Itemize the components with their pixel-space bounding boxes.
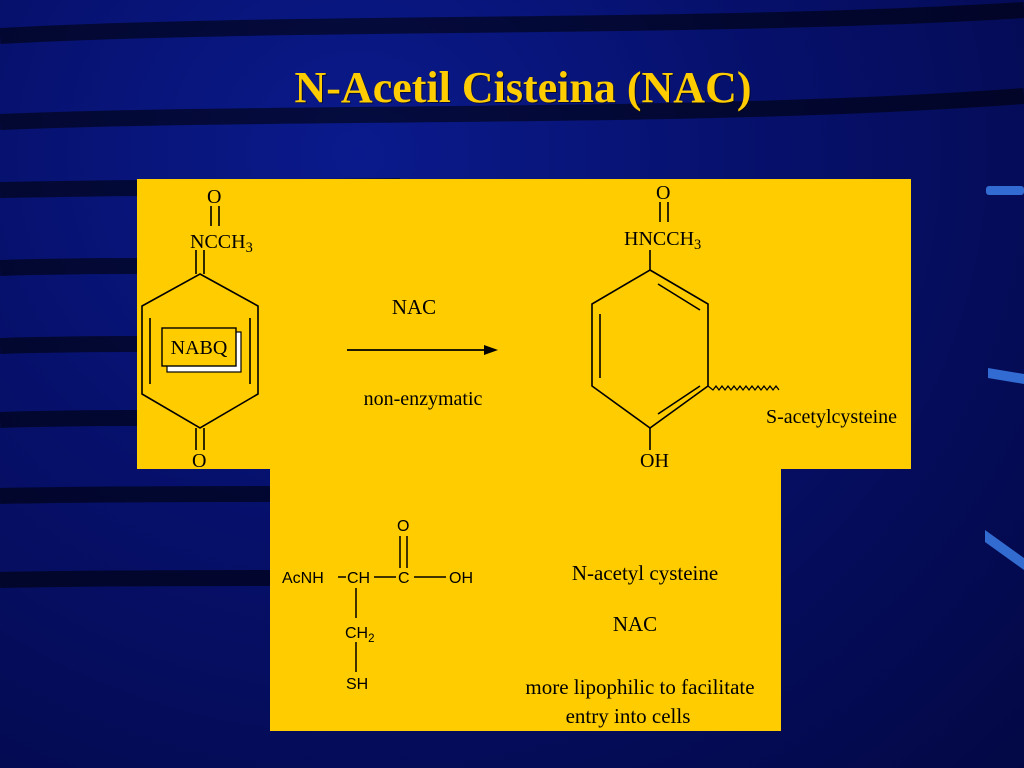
nabq-top-group: NCCH3 <box>190 231 253 256</box>
product-bottom-group: OH <box>640 450 669 472</box>
nac-sh: SH <box>346 676 368 693</box>
caption-note-line1: more lipophilic to facilitate <box>525 675 755 699</box>
reaction-arrowhead <box>484 345 498 355</box>
caption-name: N-acetyl cysteine <box>571 561 719 585</box>
caption-note-line2: entry into cells <box>565 704 691 728</box>
nabq-label: NABQ <box>171 337 228 359</box>
nac-carbonyl-oxygen: O <box>397 518 409 535</box>
product-top-oxygen: O <box>656 182 670 204</box>
yellow-panel <box>137 179 911 731</box>
nabq-structure <box>141 206 259 450</box>
nac-acnh: AcNH <box>282 570 324 587</box>
nac-ch: CH <box>347 570 370 587</box>
arrow-reagent: NAC <box>392 295 436 319</box>
nac-carbon: C <box>398 570 410 587</box>
product-structure <box>591 202 780 450</box>
nabq-label-box <box>161 327 237 367</box>
product-substituent: S-acetylcysteine <box>766 406 897 428</box>
product-top-group: HNCCH3 <box>624 228 701 253</box>
nac-ch2: CH2 <box>345 625 375 645</box>
arrow-condition: non-enzymatic <box>364 388 483 410</box>
slide-title: N-Acetil Cisteina (NAC) <box>294 63 752 112</box>
nac-structure <box>338 536 446 672</box>
nac-oh: OH <box>449 570 473 587</box>
nabq-top-oxygen: O <box>207 186 221 208</box>
nabq-bottom-oxygen: O <box>192 450 206 472</box>
caption-abbr: NAC <box>612 612 658 636</box>
